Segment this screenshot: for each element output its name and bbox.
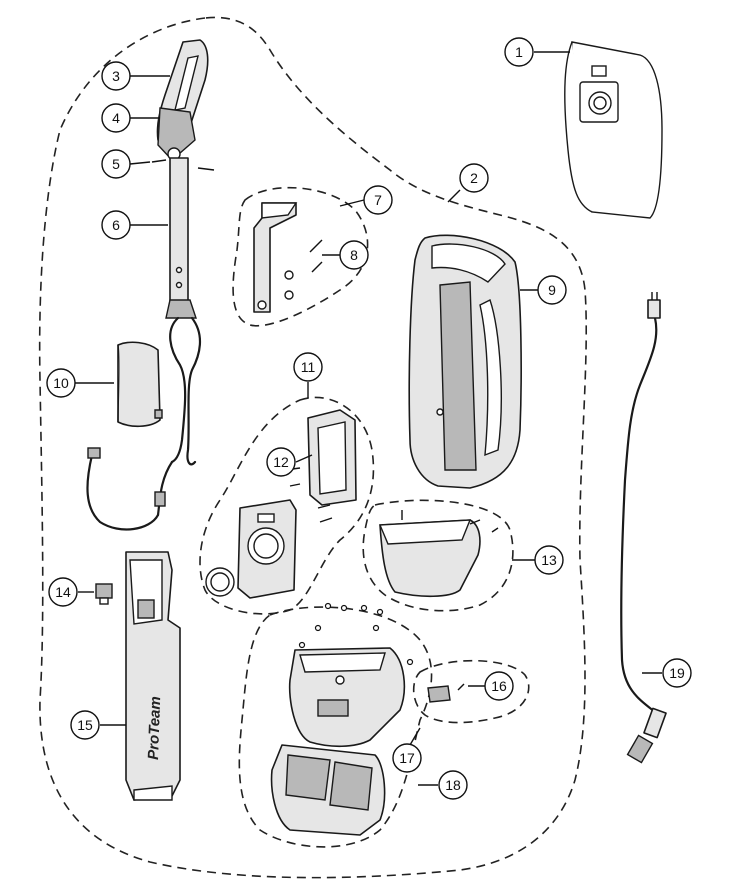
svg-text:17: 17 — [399, 750, 415, 766]
svg-text:19: 19 — [669, 665, 685, 681]
callout-4: 4 — [101, 103, 131, 133]
callout-15: 15 — [70, 710, 100, 740]
base-group-outline — [238, 606, 433, 848]
bag-collar-plate — [205, 499, 297, 599]
bracket-group-outline — [232, 186, 369, 327]
svg-text:5: 5 — [112, 156, 120, 172]
callout-5: 5 — [101, 149, 131, 179]
svg-text:8: 8 — [350, 247, 358, 263]
callout-11: 11 — [293, 352, 323, 382]
svg-text:16: 16 — [491, 678, 507, 694]
leader-lines — [75, 51, 662, 786]
upper-handle-assembly — [151, 39, 215, 319]
callout-14: 14 — [48, 577, 78, 607]
svg-text:1: 1 — [515, 44, 523, 60]
handle-cover — [117, 341, 163, 428]
callout-9: 9 — [537, 275, 567, 305]
main-body-housing — [408, 234, 522, 489]
callout-13: 13 — [534, 545, 564, 575]
motor-cover — [378, 510, 499, 598]
callout-1: 1 — [504, 37, 534, 67]
power-cord — [620, 292, 667, 764]
filter-frame — [284, 409, 357, 523]
callout-8: 8 — [339, 240, 369, 270]
svg-text:11: 11 — [301, 359, 316, 375]
callout-12: 12 — [266, 447, 296, 477]
cord-clip — [95, 583, 113, 605]
svg-text:15: 15 — [77, 717, 93, 733]
svg-text:9: 9 — [548, 282, 556, 298]
bracket — [253, 202, 323, 313]
switch — [427, 683, 465, 703]
svg-text:18: 18 — [445, 777, 461, 793]
svg-text:6: 6 — [112, 217, 120, 233]
callout-7: 7 — [363, 185, 393, 215]
base-bottom — [270, 744, 386, 836]
svg-text:4: 4 — [112, 110, 120, 126]
svg-text:13: 13 — [541, 552, 557, 568]
lower-body-brand: ProTeam — [145, 696, 164, 760]
base-top — [288, 647, 406, 748]
base-screws — [298, 602, 414, 666]
svg-text:14: 14 — [55, 584, 71, 600]
motor-cover-group-outline — [362, 499, 514, 612]
paper-bag — [564, 41, 663, 219]
handle-cord-loop — [86, 316, 201, 531]
callout-19: 19 — [662, 658, 692, 688]
callout-10: 10 — [46, 368, 76, 398]
callout-6: 6 — [101, 210, 131, 240]
callout-18: 18 — [438, 770, 468, 800]
main-assembly-outline — [38, 16, 588, 879]
svg-text:10: 10 — [53, 375, 69, 391]
callout-2: 2 — [459, 163, 489, 193]
svg-text:3: 3 — [112, 68, 120, 84]
switch-group-outline — [412, 659, 530, 724]
svg-text:2: 2 — [470, 170, 478, 186]
svg-text:12: 12 — [273, 454, 289, 470]
svg-text:7: 7 — [374, 192, 382, 208]
callout-3: 3 — [101, 61, 131, 91]
callout-16: 16 — [484, 671, 514, 701]
callout-17: 17 — [392, 743, 422, 773]
lower-body: ProTeam — [125, 551, 181, 801]
